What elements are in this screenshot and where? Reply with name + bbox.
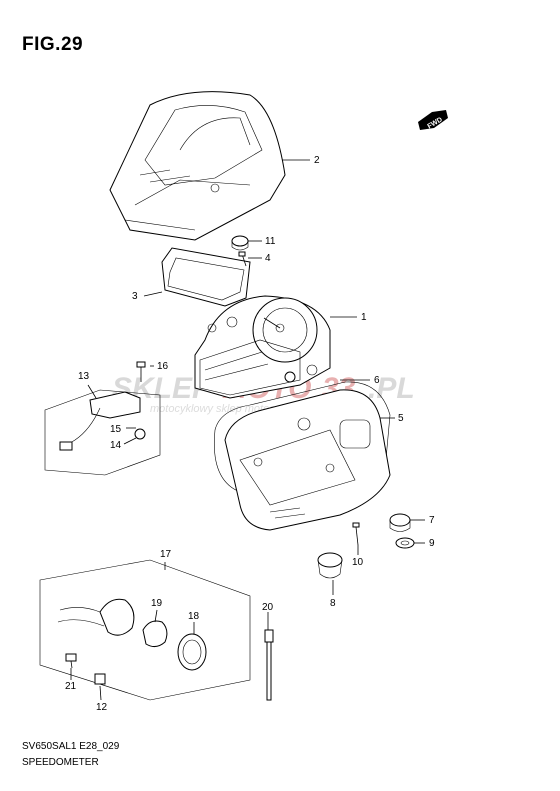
lamp-group-box — [39, 559, 251, 701]
leader-lines — [70, 159, 425, 701]
callout-10: 10 — [352, 557, 364, 568]
callout-18: 18 — [188, 611, 200, 622]
grommet-part-7 — [389, 513, 411, 532]
callout-7: 7 — [429, 515, 435, 526]
callout-9: 9 — [429, 538, 435, 549]
callout-14: 14 — [110, 440, 122, 451]
callout-5: 5 — [398, 413, 404, 424]
footer-diagram-name: SPEEDOMETER — [22, 757, 99, 768]
bolt-part-21 — [65, 653, 77, 669]
callout-13: 13 — [78, 371, 90, 382]
callout-8: 8 — [330, 598, 336, 609]
callout-11: 11 — [265, 236, 276, 247]
cable-tie-part-20 — [264, 629, 274, 701]
lower-case-part — [224, 389, 391, 531]
callout-labels: 2 11 4 3 1 16 13 6 5 15 14 7 9 10 17 8 1… — [65, 155, 435, 713]
grommet-part-11 — [231, 235, 249, 251]
screw-part-4 — [238, 251, 247, 267]
callout-17: 17 — [160, 549, 172, 560]
callout-6: 6 — [374, 375, 380, 386]
callout-2: 2 — [314, 155, 320, 166]
callout-16: 16 — [157, 361, 169, 372]
lens-gasket-part — [161, 247, 251, 307]
callout-21: 21 — [65, 681, 77, 692]
meter-cover-part — [109, 91, 286, 241]
speedometer-assembly-part — [194, 295, 331, 399]
collar-part-9 — [395, 537, 415, 549]
callout-19: 19 — [151, 598, 163, 609]
screw-part-10 — [352, 522, 360, 546]
sensor-group-box — [44, 389, 161, 476]
bolt-part-16 — [136, 361, 146, 382]
fwd-arrow-icon: FWD — [418, 110, 448, 130]
callout-3: 3 — [132, 291, 138, 302]
callout-20: 20 — [262, 602, 274, 613]
callout-4: 4 — [265, 253, 271, 264]
cushion-part-8 — [317, 552, 343, 579]
watermark-domain: .PL — [368, 372, 415, 405]
callout-12: 12 — [96, 702, 108, 713]
callout-1: 1 — [361, 312, 367, 323]
figure-title: FIG.29 — [22, 34, 84, 55]
callout-15: 15 — [110, 424, 122, 435]
footer-diagram-code: SV650SAL1 E28_029 — [22, 741, 120, 752]
